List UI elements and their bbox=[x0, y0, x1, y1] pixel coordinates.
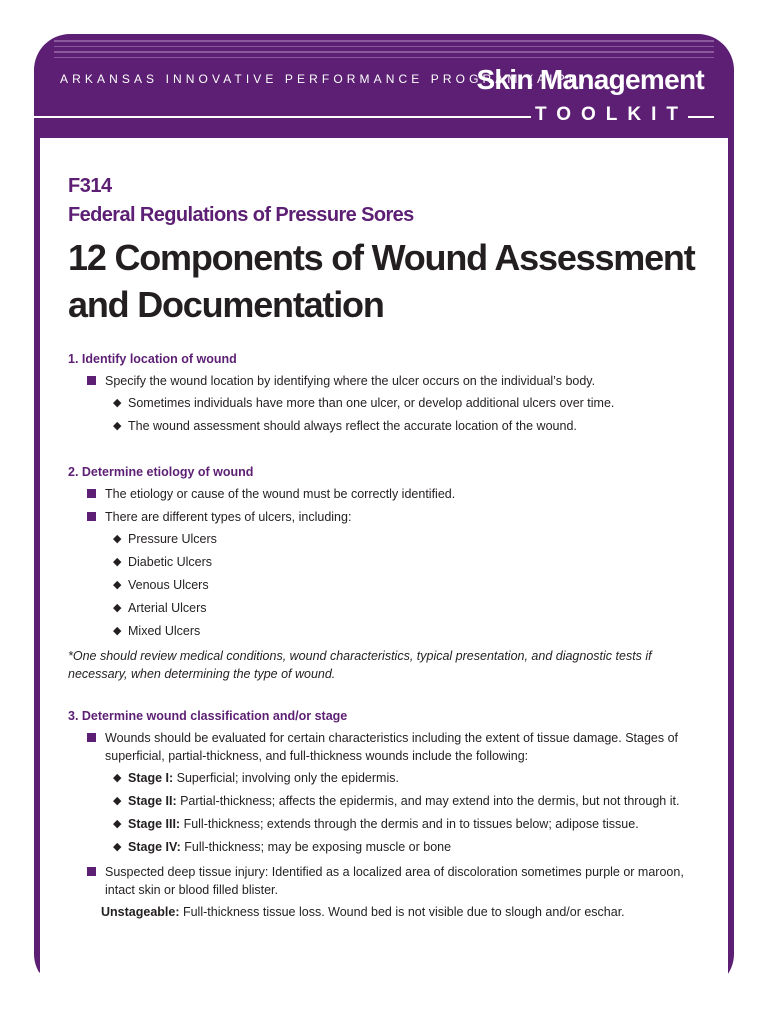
etiology-note: *One should review medical conditions, w… bbox=[68, 649, 652, 681]
footer-text: ARKANSAS INNOVATIVE PERFORMANCE PROGRAM … bbox=[38, 970, 367, 979]
list-item: ◆ Mixed Ulcers bbox=[113, 624, 201, 638]
doc-subtitle: Federal Regulations of Pressure Sores bbox=[68, 204, 414, 226]
header-rule bbox=[34, 116, 714, 118]
list-item: Specify the wound location by identifyin… bbox=[68, 372, 708, 390]
list-item: There are different types of ulcers, inc… bbox=[68, 508, 708, 526]
list-item: ◆ The wound assessment should always ref… bbox=[113, 419, 577, 433]
diamond-bullet-icon: ◆ bbox=[113, 420, 122, 432]
title-line-2: and Documentation bbox=[68, 284, 385, 325]
diamond-bullet-icon: ◆ bbox=[113, 625, 122, 637]
toolkit-label: TOOLKIT bbox=[530, 104, 688, 126]
square-bullet-icon bbox=[87, 867, 96, 876]
list-item: ◆ Pressure Ulcers bbox=[113, 532, 217, 546]
list-item: The etiology or cause of the wound must … bbox=[68, 485, 708, 503]
page-frame: ARKANSAS INNOVATIVE PERFORMANCE PROGRAM … bbox=[34, 34, 734, 1000]
page-title: 12 Components of Wound Assessment and Do… bbox=[68, 234, 708, 328]
diamond-bullet-icon: ◆ bbox=[113, 795, 122, 807]
doc-header: F314 Federal Regulations of Pressure Sor… bbox=[68, 172, 708, 328]
list-item: Wounds should be evaluated for certain c… bbox=[68, 729, 708, 765]
stage-item: ◆ Stage II: Partial-thickness; affects t… bbox=[113, 794, 680, 808]
header-stripes bbox=[54, 40, 714, 60]
page-number: -- 1 -- bbox=[702, 970, 722, 979]
program-name: ARKANSAS INNOVATIVE PERFORMANCE PROGRAM … bbox=[60, 72, 589, 86]
stage-item: ◆ Stage IV: Full-thickness; may be expos… bbox=[113, 840, 452, 854]
diamond-bullet-icon: ◆ bbox=[113, 841, 122, 853]
square-bullet-icon bbox=[87, 489, 96, 498]
list-item: ◆ Arterial Ulcers bbox=[113, 601, 207, 615]
unstageable-item: Unstageable: Full-thickness tissue loss.… bbox=[101, 905, 625, 919]
stage-item: ◆ Stage I: Superficial; involving only t… bbox=[113, 771, 399, 785]
diamond-bullet-icon: ◆ bbox=[113, 397, 122, 409]
section-heading: 3. Determine wound classification and/or… bbox=[68, 709, 348, 723]
list-item: ◆ Diabetic Ulcers bbox=[113, 555, 213, 569]
diamond-bullet-icon: ◆ bbox=[113, 533, 122, 545]
section-heading: 2. Determine etiology of wound bbox=[68, 465, 254, 479]
square-bullet-icon bbox=[87, 512, 96, 521]
toolkit-title: Skin Management bbox=[476, 64, 704, 95]
list-item: Suspected deep tissue injury: Identified… bbox=[68, 863, 708, 899]
footer: ARKANSAS INNOVATIVE PERFORMANCE PROGRAM … bbox=[38, 970, 730, 979]
list-item: ◆ Sometimes individuals have more than o… bbox=[113, 396, 615, 410]
diamond-bullet-icon: ◆ bbox=[113, 818, 122, 830]
diamond-bullet-icon: ◆ bbox=[113, 772, 122, 784]
section-2: 2. Determine etiology of wound The etiol… bbox=[68, 461, 708, 683]
diamond-bullet-icon: ◆ bbox=[113, 579, 122, 591]
title-line-1: 12 Components of Wound Assessment bbox=[68, 237, 696, 278]
diamond-bullet-icon: ◆ bbox=[113, 602, 122, 614]
stage-item: ◆ Stage III: Full-thickness; extends thr… bbox=[113, 817, 639, 831]
section-heading: 1. Identify location of wound bbox=[68, 352, 237, 366]
section-3: 3. Determine wound classification and/or… bbox=[68, 705, 708, 921]
square-bullet-icon bbox=[87, 733, 96, 742]
section-1: 1. Identify location of wound Specify th… bbox=[68, 348, 708, 440]
list-item: ◆ Venous Ulcers bbox=[113, 578, 209, 592]
content-panel bbox=[40, 138, 728, 1000]
diamond-bullet-icon: ◆ bbox=[113, 556, 122, 568]
square-bullet-icon bbox=[87, 376, 96, 385]
regulation-code: F314 bbox=[68, 175, 112, 197]
